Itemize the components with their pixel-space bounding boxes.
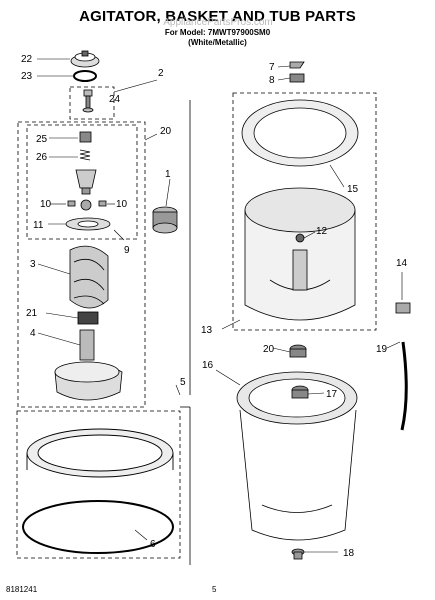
callout-10-left: 10 <box>40 199 52 210</box>
bushing-drawing <box>77 311 99 325</box>
callout-1: 1 <box>165 169 171 180</box>
callout-16: 16 <box>202 360 214 371</box>
seal-ring-drawing <box>73 70 97 82</box>
callout-10-right: 10 <box>116 199 128 210</box>
callout-21: 20 <box>263 344 275 355</box>
hose-drawing <box>400 341 408 431</box>
spring-drawing <box>79 149 91 161</box>
group-box-5 <box>16 410 181 559</box>
callout-26: 25 <box>36 134 48 145</box>
callout-19: 19 <box>376 344 388 355</box>
page-title: AGITATOR, BASKET AND TUB PARTS <box>79 8 356 25</box>
agitator-cap-drawing <box>70 50 100 68</box>
group-box-20 <box>17 121 146 408</box>
bearing-drawing <box>291 385 309 399</box>
doc-number: 8181241 <box>6 585 38 594</box>
callout-17: 17 <box>326 389 338 400</box>
callout-25: 24 <box>109 94 121 105</box>
agitator-base-drawing <box>54 329 123 401</box>
callout-14: 14 <box>396 258 408 269</box>
bolt-drawing <box>82 89 94 113</box>
nut-drawing <box>289 73 305 83</box>
group-box-2 <box>69 86 115 120</box>
callout-2: 2 <box>158 68 164 79</box>
seal-drawing <box>152 206 178 234</box>
cam-drawing <box>79 131 92 143</box>
callout-7: 7 <box>269 62 275 73</box>
plug-drawing <box>291 548 305 560</box>
dog-ring-drawing <box>65 217 111 231</box>
callout-23: 22 <box>21 54 33 65</box>
tub-ring-drawing <box>22 428 174 554</box>
group-box-15 <box>232 92 377 331</box>
clip-drawing <box>289 61 305 69</box>
callout-27: 26 <box>36 152 48 163</box>
callout-11: 11 <box>33 220 44 231</box>
model-line: For Model: 7MWT97900SM0 <box>164 28 271 37</box>
watermark-text: AppliancePartsPros.com <box>163 17 273 28</box>
page-number: 5 <box>212 585 217 594</box>
hose-clip-drawing <box>395 302 411 314</box>
variant-line: (White/Metallic) <box>188 38 247 47</box>
callout-20: 20 <box>160 126 172 137</box>
auger-top-drawing <box>75 169 97 195</box>
basket-drawing <box>241 99 359 321</box>
callout-15: 15 <box>347 184 359 195</box>
callout-18: 18 <box>343 548 355 559</box>
auger-drawing <box>69 245 109 309</box>
callout-6: 6 <box>150 539 156 550</box>
callout-5-top: 5 <box>180 377 186 388</box>
callout-24: 23 <box>21 71 33 82</box>
callout-22: 21 <box>26 308 38 319</box>
callout-3: 3 <box>30 259 36 270</box>
spanner-nut-drawing <box>289 344 307 358</box>
callout-12: 12 <box>316 226 328 237</box>
dogs-drawing <box>67 199 107 211</box>
callout-8: 8 <box>269 75 275 86</box>
callout-13: 13 <box>201 325 213 336</box>
callout-4: 4 <box>30 328 36 339</box>
callout-9: 9 <box>124 245 130 256</box>
